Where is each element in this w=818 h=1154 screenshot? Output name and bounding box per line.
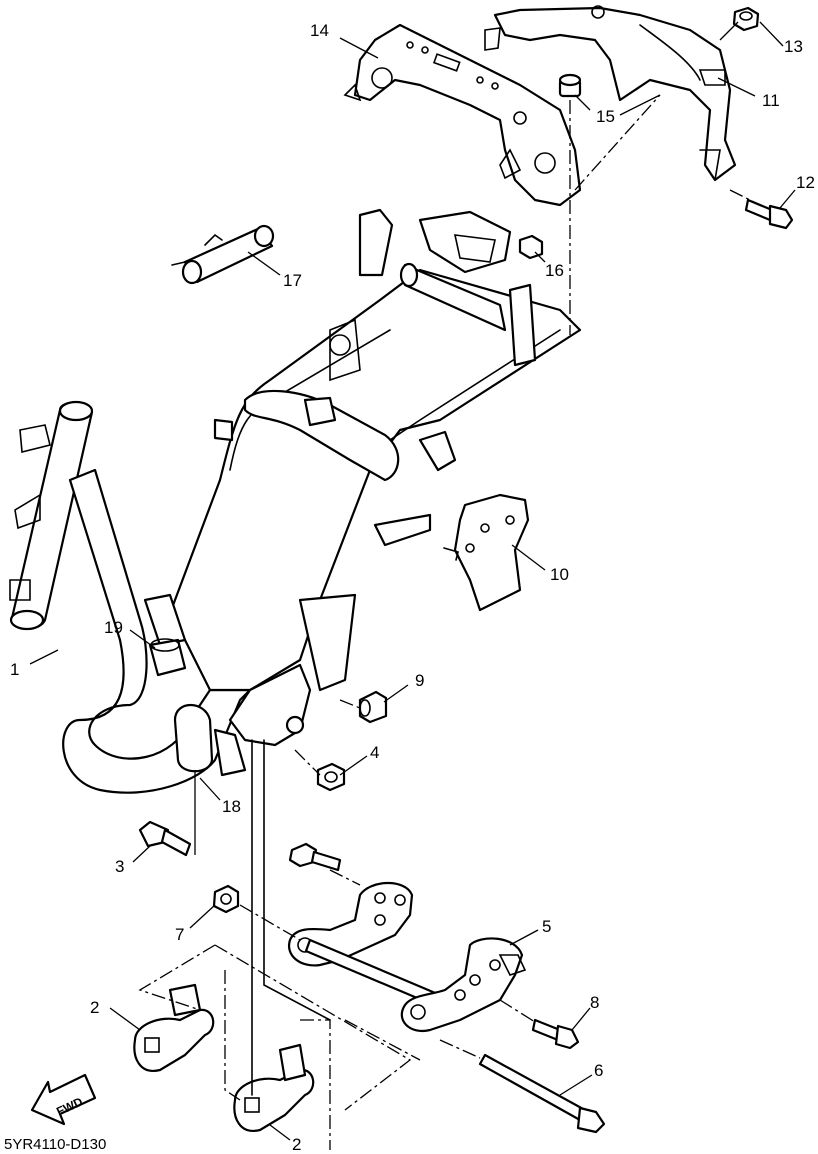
callout-14: 14 [310,21,329,40]
part-15-grommet[interactable] [558,73,582,98]
engine-link-left-plate[interactable] [287,881,414,967]
part-7-nut[interactable] [212,884,240,914]
callout-18: 18 [222,797,241,816]
part-17-cylinder[interactable] [171,224,275,285]
part-11-bracket[interactable] [484,5,737,182]
callout-15: 15 [596,107,615,126]
callout-2: 2 [292,1135,301,1154]
part-12-bolt[interactable] [744,198,794,230]
part-8-bolt[interactable] [531,1018,580,1050]
callout-9: 9 [415,671,424,690]
callout-10: 10 [550,565,569,584]
callout-11: 11 [762,91,780,110]
callout-12: 12 [796,173,815,192]
part-6-long-bolt[interactable] [478,1053,606,1134]
link-bolt[interactable] [288,842,342,872]
callout-3: 3 [115,857,124,876]
part-13-nut[interactable] [732,6,760,32]
callout-6: 6 [594,1061,603,1080]
assembly-lines [138,94,761,1150]
part-19-sleeve[interactable] [148,638,187,677]
part-18-collar[interactable] [173,704,214,773]
part-9-rubber[interactable] [358,690,388,724]
part-2-bushing-upper[interactable] [133,983,215,1072]
fwd-arrow-icon: FWD [30,1073,97,1126]
part-5-link-plate[interactable] [400,937,527,1033]
callout-7: 7 [175,925,184,944]
part-4-nut[interactable] [316,762,346,792]
part-16-block[interactable] [518,234,544,260]
callout-17: 17 [283,271,302,290]
callout-8: 8 [590,993,599,1012]
part-10-plate[interactable] [443,493,530,612]
callout-5: 5 [542,917,551,936]
part-3-bolt[interactable] [138,820,192,857]
callout-labels: 1 2 2 3 4 5 6 7 8 9 10 11 12 13 14 15 16… [10,21,815,1154]
callout-16: 16 [545,261,564,280]
callout-2: 2 [90,998,99,1017]
part-14-bracket[interactable] [343,23,582,207]
part-2-bushing-lower[interactable] [233,1043,315,1132]
leader-lines [29,21,796,1141]
callout-1: 1 [10,660,19,679]
callout-13: 13 [784,37,803,56]
callout-19: 19 [104,618,123,637]
diagram-code: 5YR4110-D130 [4,1136,107,1153]
callout-4: 4 [370,743,379,762]
